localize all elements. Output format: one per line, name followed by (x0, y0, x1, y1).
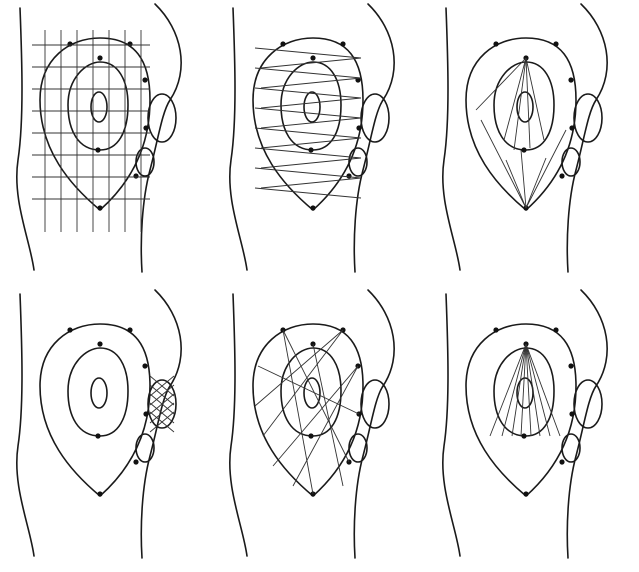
landmark-dot (67, 327, 72, 332)
zigzag-line (261, 178, 361, 188)
middle-ring (281, 348, 341, 436)
radial-line (490, 344, 526, 436)
fan-line (514, 58, 526, 150)
landmark-dot (493, 327, 498, 332)
zigzag-line (261, 158, 361, 168)
landmark-dot (97, 491, 102, 496)
body-right-contour (567, 290, 607, 558)
body-left-contour (17, 8, 34, 270)
landmark-dot (95, 433, 100, 438)
landmark-dot (569, 411, 574, 416)
body-left-contour (443, 8, 460, 270)
landmark-dot (308, 147, 313, 152)
landmark-dot (143, 411, 148, 416)
body-left-contour (17, 294, 34, 556)
zigzag-line (261, 98, 361, 108)
landmark-dot (568, 363, 573, 368)
landmark-dot (553, 41, 558, 46)
panel-radial-pattern (426, 286, 639, 572)
zigzag-line (255, 128, 361, 138)
landmark-dot (559, 173, 564, 178)
drop-outline (466, 324, 576, 496)
diagonal-line (255, 330, 343, 406)
landmark-dot (523, 491, 528, 496)
fan-line (476, 58, 526, 110)
inner-ellipse (304, 92, 320, 122)
drop-outline (40, 324, 150, 496)
landmark-dot (346, 173, 351, 178)
landmark-dot (568, 77, 573, 82)
panel-grid-pattern (0, 0, 213, 286)
landmark-dot (127, 41, 132, 46)
panel-crossing-diagonals-pattern (213, 286, 426, 572)
drop-outline (253, 38, 363, 210)
inner-ellipse (304, 378, 320, 408)
diagonal-line (263, 330, 343, 436)
diagonal-line (283, 330, 313, 494)
zigzag-line (255, 68, 361, 78)
landmark-dot (569, 125, 574, 130)
landmark-dot (521, 433, 526, 438)
landmark-dot (493, 41, 498, 46)
zigzag-line (261, 78, 361, 88)
landmark-dot (97, 341, 102, 346)
landmark-dot (97, 205, 102, 210)
zigzag-line (261, 138, 361, 148)
zigzag-line (261, 118, 361, 128)
middle-ring (68, 348, 128, 436)
zigzag-line (255, 108, 361, 118)
landmark-dot (133, 459, 138, 464)
landmark-dot (97, 55, 102, 60)
landmark-dot (308, 433, 313, 438)
fan-line (481, 120, 526, 208)
landmark-dot (67, 41, 72, 46)
landmark-dot (142, 77, 147, 82)
landmark-dot (559, 459, 564, 464)
inner-ellipse (517, 378, 533, 408)
zigzag-line (255, 88, 361, 98)
zigzag-line (255, 188, 361, 198)
drop-outline (40, 38, 150, 210)
body-right-contour (354, 290, 394, 558)
landmark-dot (310, 205, 315, 210)
landmark-dot (95, 147, 100, 152)
landmark-dot (143, 125, 148, 130)
panel-node-crosshatch-pattern (0, 286, 213, 572)
inner-ellipse (91, 378, 107, 408)
landmark-dot (553, 327, 558, 332)
panel-fan-pattern (426, 0, 639, 286)
landmark-dot (133, 173, 138, 178)
radial-line (526, 344, 560, 436)
landmark-dot (142, 363, 147, 368)
drop-outline (253, 324, 363, 496)
body-right-contour (567, 4, 607, 272)
landmark-dot (310, 55, 315, 60)
body-left-contour (443, 294, 460, 556)
panel-zigzag-pattern (213, 0, 426, 286)
landmark-dot (521, 147, 526, 152)
body-right-contour (141, 4, 181, 272)
body-left-contour (230, 8, 247, 270)
body-right-contour (141, 290, 181, 558)
landmark-dot (280, 41, 285, 46)
landmark-dot (356, 125, 361, 130)
landmark-dot (340, 41, 345, 46)
body-left-contour (230, 294, 247, 556)
landmark-dot (127, 327, 132, 332)
middle-ring (494, 348, 554, 436)
